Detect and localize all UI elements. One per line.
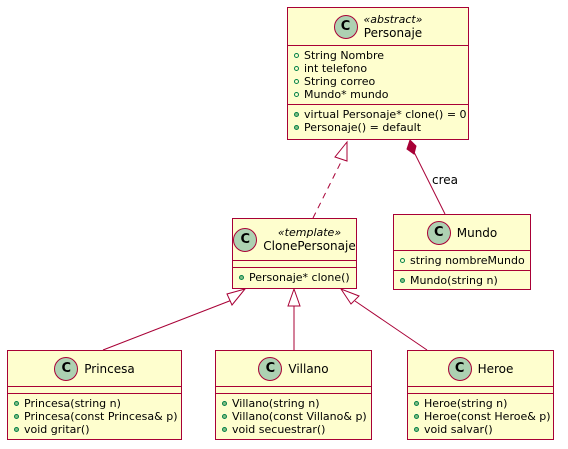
method-item: Heroe(string n) — [414, 397, 547, 410]
methods-section: Villano(string n) Villano(const Villano&… — [216, 393, 371, 439]
class-name: Mundo — [456, 225, 498, 240]
inheritance-line-princesa — [102, 299, 233, 351]
method-item: void secuestrar() — [222, 423, 365, 436]
public-method-icon — [414, 427, 419, 432]
methods-section: Heroe(string n) Heroe(const Heroe& p) vo… — [408, 393, 553, 439]
methods-section: Personaje* clone() — [233, 267, 356, 287]
field-item: int telefono — [294, 62, 462, 75]
class-icon: C — [333, 14, 358, 39]
class-header: C «template» ClonePersonaje — [233, 219, 356, 261]
public-method-icon — [294, 112, 299, 117]
composition-diamond — [406, 139, 417, 155]
public-method-icon — [14, 414, 19, 419]
public-method-icon — [14, 401, 19, 406]
class-header: C «abstract» Personaje — [288, 8, 468, 46]
method-item: Personaje* clone() — [239, 271, 350, 284]
class-name: Princesa — [84, 361, 135, 376]
methods-section: virtual Personaje* clone() = 0 Personaje… — [288, 104, 468, 137]
public-method-icon — [222, 414, 227, 419]
public-field-icon — [400, 258, 405, 263]
method-item: Princesa(string n) — [14, 397, 175, 410]
fields-section: String Nombre int telefono String correo… — [288, 46, 468, 104]
class-icon: C — [426, 220, 451, 245]
composition-label: crea — [432, 173, 459, 187]
inheritance-arrowhead-princesa — [226, 288, 247, 306]
field-item: String correo — [294, 75, 462, 88]
method-item: void gritar() — [14, 423, 175, 436]
class-name: Villano — [288, 361, 329, 376]
class-name: ClonePersonaje — [263, 238, 356, 253]
inheritance-line-heroe — [354, 300, 428, 351]
class-icon: C — [447, 356, 472, 381]
public-field-icon — [294, 79, 299, 84]
public-field-icon — [294, 66, 299, 71]
field-item: Mundo* mundo — [294, 88, 462, 101]
public-field-icon — [294, 53, 299, 58]
method-item: Villano(const Villano& p) — [222, 410, 367, 423]
public-method-icon — [294, 125, 299, 130]
class-personaje[interactable]: C «abstract» Personaje String Nombre int… — [287, 7, 469, 140]
class-header: C Heroe — [408, 351, 553, 387]
class-header: C Princesa — [8, 351, 181, 387]
methods-section: Princesa(string n) Princesa(const Prince… — [8, 393, 181, 439]
method-item: virtual Personaje* clone() = 0 — [294, 108, 467, 121]
class-stereotype: «abstract» — [363, 12, 423, 26]
class-header: C Villano — [216, 351, 371, 387]
method-item: Mundo(string n) — [400, 274, 524, 287]
methods-section: Mundo(string n) — [394, 270, 530, 290]
field-item: string nombreMundo — [400, 254, 525, 267]
class-princesa[interactable]: C Princesa Princesa(string n) Princesa(c… — [7, 350, 182, 440]
public-method-icon — [222, 401, 227, 406]
public-method-icon — [400, 278, 405, 283]
class-name: Personaje — [363, 25, 423, 40]
method-item: Personaje() = default — [294, 121, 462, 134]
class-mundo[interactable]: C Mundo string nombreMundo Mundo(string … — [393, 214, 531, 290]
class-header: C Mundo — [394, 215, 530, 251]
class-icon: C — [258, 356, 283, 381]
public-method-icon — [222, 427, 227, 432]
public-method-icon — [239, 275, 244, 280]
field-item: String Nombre — [294, 49, 462, 62]
class-villano[interactable]: C Villano Villano(string n) Villano(cons… — [215, 350, 372, 440]
class-name: Heroe — [477, 361, 514, 376]
method-item: Heroe(const Heroe& p) — [414, 410, 551, 423]
composition-line — [413, 151, 446, 215]
class-icon: C — [54, 356, 79, 381]
class-heroe[interactable]: C Heroe Heroe(string n) Heroe(const Hero… — [407, 350, 554, 440]
class-icon: C — [233, 227, 258, 252]
inheritance-arrowhead-villano — [287, 287, 301, 307]
realization-arrowhead — [334, 140, 348, 162]
method-item: void salvar() — [414, 423, 547, 436]
realization-line — [312, 159, 343, 219]
class-clonepersonaje[interactable]: C «template» ClonePersonaje Personaje* c… — [232, 218, 357, 289]
method-item: Princesa(const Princesa& p) — [14, 410, 177, 423]
public-method-icon — [414, 401, 419, 406]
fields-section: string nombreMundo — [394, 251, 530, 270]
inheritance-arrowhead-heroe — [339, 287, 360, 305]
public-field-icon — [294, 92, 299, 97]
public-method-icon — [14, 427, 19, 432]
public-method-icon — [414, 414, 419, 419]
class-stereotype: «template» — [277, 225, 342, 239]
method-item: Villano(string n) — [222, 397, 365, 410]
